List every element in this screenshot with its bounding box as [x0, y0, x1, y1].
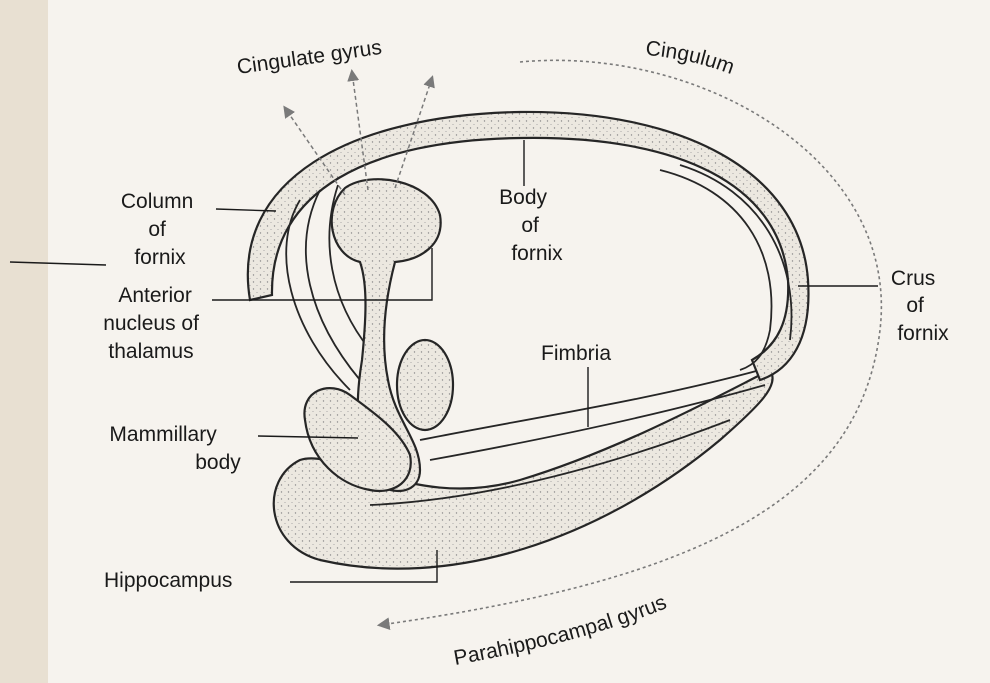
label-mammillary-body: Mammillary body — [109, 423, 241, 474]
cingulate-arrow — [352, 72, 368, 190]
label-body-of-fornix: Body of fornix — [499, 186, 563, 265]
label-cingulum: Cingulum — [645, 37, 738, 79]
label-parahippocampal-gyrus: Parahippocampal gyrus — [452, 591, 670, 670]
label-crus-of-fornix: Crus of fornix — [891, 267, 949, 345]
label-fimbria: Fimbria — [541, 342, 611, 365]
paper-edge — [0, 0, 48, 683]
label-cingulate-gyrus: Cingulate gyrus — [235, 36, 383, 79]
crus-strand — [680, 165, 792, 340]
label-anterior-nucleus: Anterior nucleus of thalamus — [103, 284, 205, 363]
label-hippocampus: Hippocampus — [104, 569, 232, 592]
mammillary-body-shape — [397, 340, 453, 430]
label-column-of-fornix: Column of fornix — [121, 190, 199, 269]
